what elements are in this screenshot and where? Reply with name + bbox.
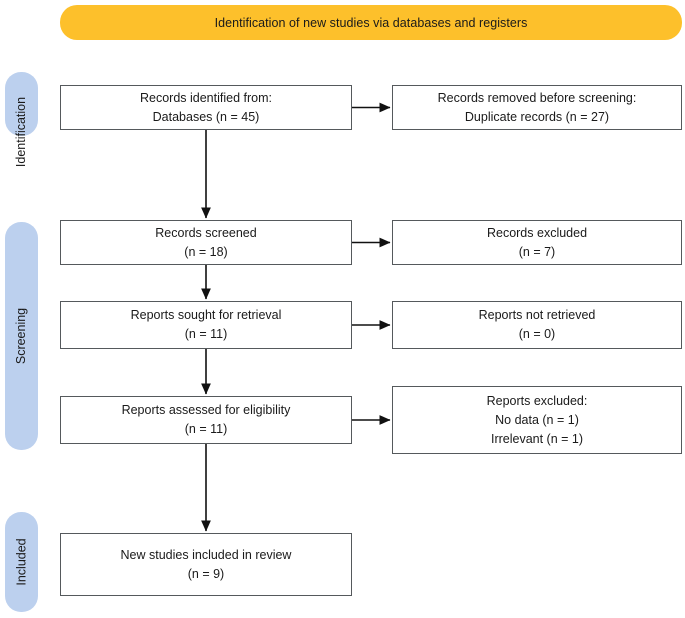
flow-box-reports-excluded: Reports excluded: No data (n = 1) Irrele… bbox=[392, 386, 682, 454]
flow-box-records-identified: Records identified from: Databases (n = … bbox=[60, 85, 352, 130]
flow-box-line: (n = 9) bbox=[187, 566, 225, 581]
phase-label-identification: Identification bbox=[14, 96, 29, 168]
flow-box-line: (n = 11) bbox=[184, 422, 228, 436]
flow-box-line: Reports excluded: bbox=[486, 393, 588, 408]
phase-pill-included bbox=[5, 512, 38, 612]
flow-box-reports-not-retrieved: Reports not retrieved (n = 0) bbox=[392, 301, 682, 349]
flow-box-line: Reports sought for retrieval bbox=[130, 308, 282, 322]
flow-box-records-screened: Records screened (n = 18) bbox=[60, 220, 352, 265]
flow-box-reports-sought: Reports sought for retrieval (n = 11) bbox=[60, 301, 352, 349]
diagram-title: Identification of new studies via databa… bbox=[214, 15, 528, 30]
phase-label-included-wrap: Included bbox=[5, 512, 38, 612]
flow-box-new-studies-included: New studies included in review (n = 9) bbox=[60, 533, 352, 596]
flow-box-records-removed: Records removed before screening: Duplic… bbox=[392, 85, 682, 130]
phase-label-included: Included bbox=[14, 538, 29, 586]
flow-box-line: Reports not retrieved bbox=[478, 308, 596, 322]
flow-box-line: (n = 0) bbox=[518, 327, 556, 341]
flow-box-line: Irrelevant (n = 1) bbox=[490, 431, 584, 446]
phase-label-screening-wrap: Screening bbox=[5, 222, 38, 450]
flow-box-line: No data (n = 1) bbox=[495, 412, 579, 427]
flow-box-line: Databases (n = 45) bbox=[152, 109, 260, 124]
flow-box-line: Records excluded bbox=[486, 225, 588, 240]
flow-box-line: (n = 18) bbox=[184, 244, 228, 259]
flow-box-reports-assessed: Reports assessed for eligibility (n = 11… bbox=[60, 396, 352, 444]
flow-box-line: Records identified from: bbox=[139, 90, 272, 105]
diagram-header-banner: Identification of new studies via databa… bbox=[60, 5, 682, 40]
phase-label-screening: Screening bbox=[14, 307, 29, 365]
phase-label-identification-wrap: Identification bbox=[5, 72, 38, 192]
phase-pill-screening bbox=[5, 222, 38, 450]
flow-box-line: Reports assessed for eligibility bbox=[121, 403, 291, 417]
flow-box-line: Duplicate records (n = 27) bbox=[464, 109, 610, 124]
flow-box-line: New studies included in review bbox=[120, 547, 292, 562]
phase-pill-identification bbox=[5, 72, 38, 136]
flow-box-line: (n = 7) bbox=[518, 244, 556, 259]
flow-box-records-excluded: Records excluded (n = 7) bbox=[392, 220, 682, 265]
flow-box-line: (n = 11) bbox=[184, 327, 228, 341]
flow-box-line: Records removed before screening: bbox=[437, 90, 637, 105]
flow-box-line: Records screened bbox=[155, 225, 257, 240]
